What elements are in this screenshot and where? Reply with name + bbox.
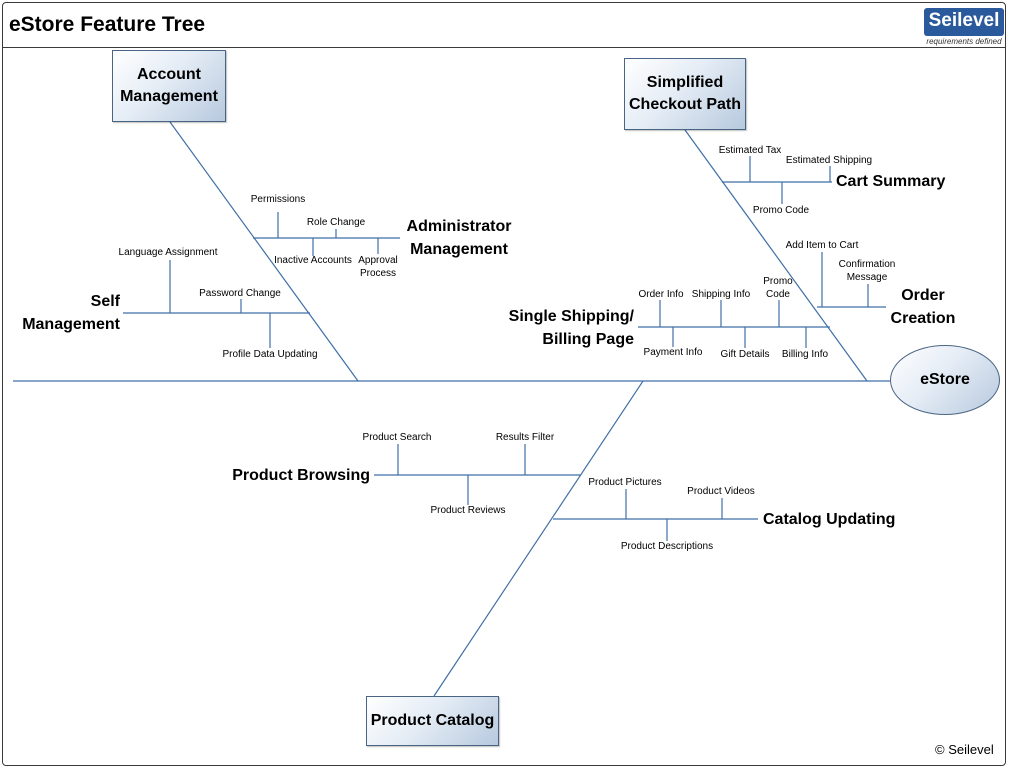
administrator-management-label: Administrator Management [406,218,512,258]
product-pictures-label: Product Pictures [588,477,662,488]
order-info-label: Order Info [638,289,684,300]
account-management-box: Account Management [112,50,226,122]
single-shipping-billing-label: Single Shipping/ Billing Page [508,308,634,348]
permissions-label: Permissions [250,194,306,205]
inactive-accounts-label: Inactive Accounts [274,255,352,266]
product-catalog-label: Product Catalog [370,712,495,729]
gift-details-label: Gift Details [720,349,770,360]
page-title: eStore Feature Tree [9,13,206,36]
account-management-label: Account Management [120,66,218,105]
copyright-text: © Seilevel [935,742,994,757]
bone-simplified-checkout [684,129,868,382]
profile-data-updating-label: Profile Data Updating [222,349,318,360]
estimated-tax-label: Estimated Tax [718,145,782,156]
language-assignment-label: Language Assignment [118,247,218,258]
password-change-label: Password Change [199,288,281,299]
estore-head-label: eStore [920,371,970,388]
results-filter-label: Results Filter [495,432,555,443]
shipping-info-label: Shipping Info [691,289,751,300]
simplified-checkout-box: Simplified Checkout Path [624,58,746,130]
cart-promo-code-label: Promo Code [752,205,810,216]
estimated-shipping-label: Estimated Shipping [785,155,873,166]
product-reviews-label: Product Reviews [430,505,506,516]
confirmation-message-label: Confirmation Message [838,259,896,283]
product-search-label: Product Search [362,432,432,443]
estore-head-oval: eStore [890,345,1000,415]
simplified-checkout-label: Simplified Checkout Path [628,74,741,113]
logo-tagline: requirements defined [926,37,1002,46]
cart-summary-label: Cart Summary [836,173,946,190]
payment-info-label: Payment Info [643,347,703,358]
role-change-label: Role Change [306,217,366,228]
billing-promo-code-label: Promo Code [763,276,793,300]
product-descriptions-label: Product Descriptions [620,541,714,552]
product-videos-label: Product Videos [687,486,755,497]
add-item-to-cart-label: Add Item to Cart [785,240,859,251]
bone-account-management [169,121,359,382]
catalog-updating-label: Catalog Updating [763,511,896,528]
header-bar: eStore Feature Tree Seilevel requirement… [3,3,1005,48]
product-browsing-label: Product Browsing [232,467,370,484]
order-creation-label: Order Creation [890,287,956,327]
logo-box [924,8,1004,36]
billing-info-label: Billing Info [781,349,829,360]
logo-text: Seilevel [928,10,1000,31]
product-catalog-box: Product Catalog [366,696,499,746]
self-management-label: Self Management [22,293,120,333]
bone-product-catalog [433,380,644,697]
approval-process-label: Approval Process [358,255,398,279]
seilevel-logo: Seilevel requirements defined [921,6,1007,49]
